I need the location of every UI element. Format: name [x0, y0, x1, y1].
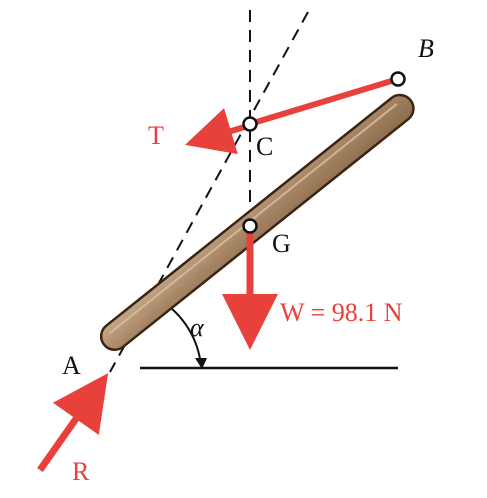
tension-arrow [185, 108, 249, 155]
label-reaction: R [72, 457, 90, 486]
label-weight: W = 98.1 N [280, 298, 403, 327]
rod-ab [99, 93, 415, 351]
label-tension: T [148, 121, 164, 150]
label-angle-alpha: α [190, 313, 205, 342]
point-g-marker [242, 218, 258, 234]
label-point-c: C [256, 132, 273, 161]
reaction-arrow [37, 373, 109, 473]
cable-bc [249, 76, 399, 127]
label-point-g: G [272, 229, 291, 258]
label-point-a: A [62, 351, 81, 380]
label-point-b: B [418, 34, 434, 63]
angle-arrowhead-bottom [195, 358, 207, 369]
point-b-marker [390, 71, 406, 87]
point-c-marker [242, 116, 258, 132]
